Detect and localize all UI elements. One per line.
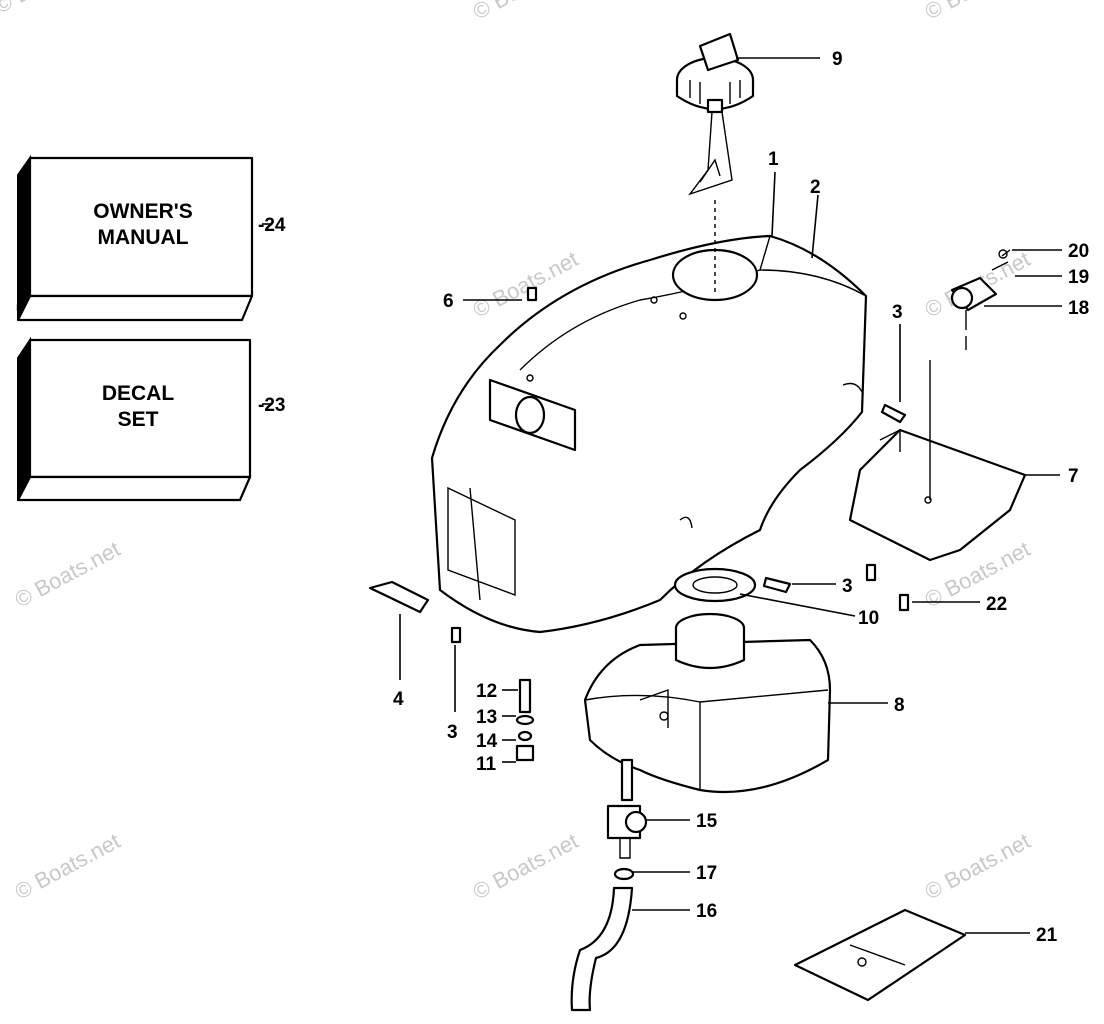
watermark: © Boats.net — [469, 828, 583, 904]
top-cowl — [430, 200, 868, 634]
decal-set-box: DECAL SET — [16, 336, 252, 502]
watermark: © Boats.net — [469, 0, 583, 24]
callout-13: 13 — [476, 707, 497, 728]
callout-15: 15 — [696, 811, 718, 832]
callout-4: 4 — [393, 689, 404, 710]
callout-6: 6 — [443, 291, 454, 312]
owners-manual-box: OWNER'S MANUAL — [16, 154, 254, 322]
callout-21: 21 — [1036, 925, 1058, 946]
callout-3-lower: 3 — [447, 722, 458, 743]
watermark: © Boats.net — [11, 536, 125, 612]
callout-19: 19 — [1068, 267, 1089, 288]
fuel-tank — [583, 612, 832, 794]
callout-17: 17 — [696, 863, 717, 884]
callout-11: 11 — [476, 754, 497, 775]
fuel-hose — [570, 886, 634, 1012]
callout-3-mid: 3 — [842, 576, 853, 597]
decal-set-label-line2: SET — [118, 408, 159, 431]
leader-lines — [262, 57, 1062, 934]
callout-18: 18 — [1068, 298, 1089, 319]
callout-10: 10 — [858, 608, 879, 629]
callout-3-upper: 3 — [892, 302, 903, 323]
hose-clamp — [613, 867, 635, 881]
mounting-bracket — [848, 360, 1027, 562]
choke-knob — [950, 249, 1011, 350]
callout-2: 2 — [810, 177, 821, 198]
callout-7: 7 — [1068, 466, 1079, 487]
callout-20: 20 — [1068, 241, 1089, 262]
callout-16: 16 — [696, 901, 717, 922]
callout-23: -23 — [258, 395, 285, 416]
watermark: © Boats.net — [921, 0, 1035, 24]
callout-1: 1 — [768, 149, 779, 170]
callout-14: 14 — [476, 731, 498, 752]
callouts: 9 1 2 6 3 7 3 10 22 8 4 3 12 13 14 11 15… — [258, 49, 1089, 946]
plate — [368, 580, 430, 614]
callout-12: 12 — [476, 681, 497, 702]
decal-set-label-line1: DECAL — [102, 382, 175, 405]
watermark: © Boats.net — [921, 828, 1035, 904]
fuel-valve — [606, 758, 648, 859]
callout-24: -24 — [258, 215, 286, 236]
watermark: © Boats.net — [0, 0, 104, 18]
owners-manual-label-line2: MANUAL — [98, 226, 189, 249]
fuel-cap — [675, 32, 755, 196]
callout-8: 8 — [894, 695, 905, 716]
grommet — [673, 567, 757, 603]
owners-manual-label-line1: OWNER'S — [93, 200, 193, 223]
callout-9: 9 — [832, 49, 843, 70]
access-panel — [793, 908, 967, 1002]
callout-22: 22 — [986, 594, 1007, 615]
hardware — [450, 286, 910, 762]
watermark: © Boats.net — [11, 828, 125, 904]
